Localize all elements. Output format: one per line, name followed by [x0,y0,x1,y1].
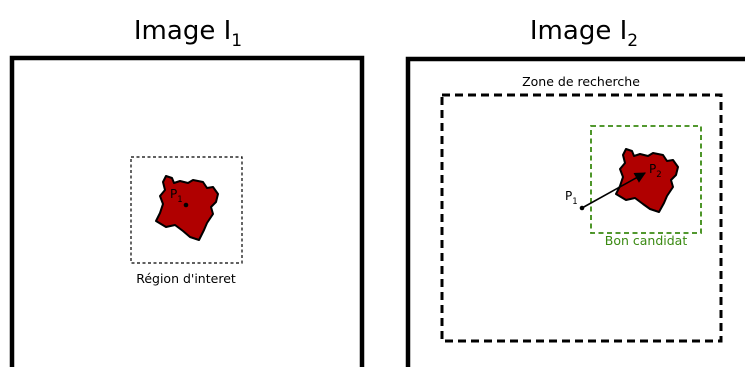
feature-blob-right [616,149,678,212]
search-zone-box [442,95,721,341]
point-p1-right [580,206,585,211]
image-i1-title: Image I1 [134,16,242,51]
point-p1-right-label: P1 [565,189,578,207]
image-i2-frame [408,59,745,367]
good-candidate-label: Bon candidat [605,233,688,248]
search-zone-label: Zone de recherche [522,74,640,89]
region-of-interest-label: Région d'interet [136,271,236,286]
image-i2-title: Image I2 [530,16,638,51]
feature-blob-left [156,176,218,240]
point-p1-left [184,203,189,208]
